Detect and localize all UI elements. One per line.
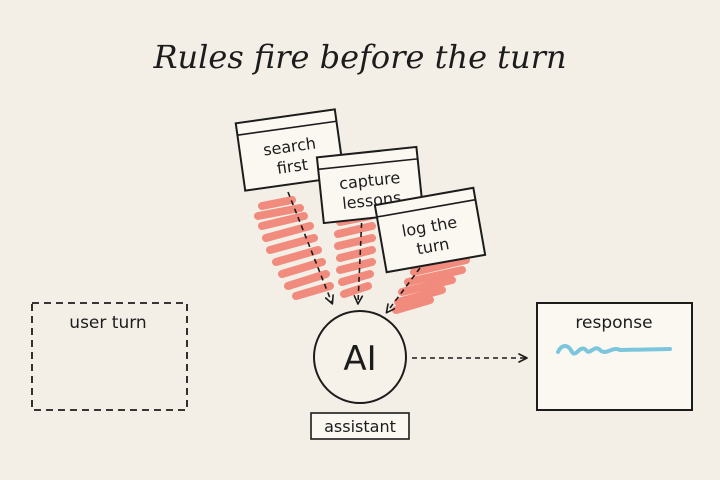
response-scribble	[556, 344, 672, 356]
user-turn-label: user turn	[69, 313, 146, 333]
rule-card-log-the-turn: log the turn	[373, 186, 487, 274]
assistant-label-box: assistant	[310, 412, 410, 440]
rule-card-search-line2: first	[275, 155, 309, 178]
user-turn-box: user turn	[31, 302, 188, 411]
highlight-scribble-left	[254, 196, 334, 300]
arrow-log-to-ai	[385, 267, 421, 314]
arrow-search-to-ai	[287, 191, 334, 305]
arrow-capture-to-ai	[353, 213, 364, 305]
diagram-title: Rules fire before the turn	[152, 38, 566, 76]
assistant-node: AI	[313, 310, 407, 404]
assistant-symbol: AI	[343, 339, 376, 379]
assistant-label: assistant	[324, 417, 396, 436]
response-box: response	[536, 302, 693, 411]
response-label: response	[575, 313, 652, 333]
rule-card-search-first: search first	[234, 108, 346, 192]
rule-arrows	[287, 191, 421, 314]
highlight-scribble-middle	[334, 212, 376, 298]
